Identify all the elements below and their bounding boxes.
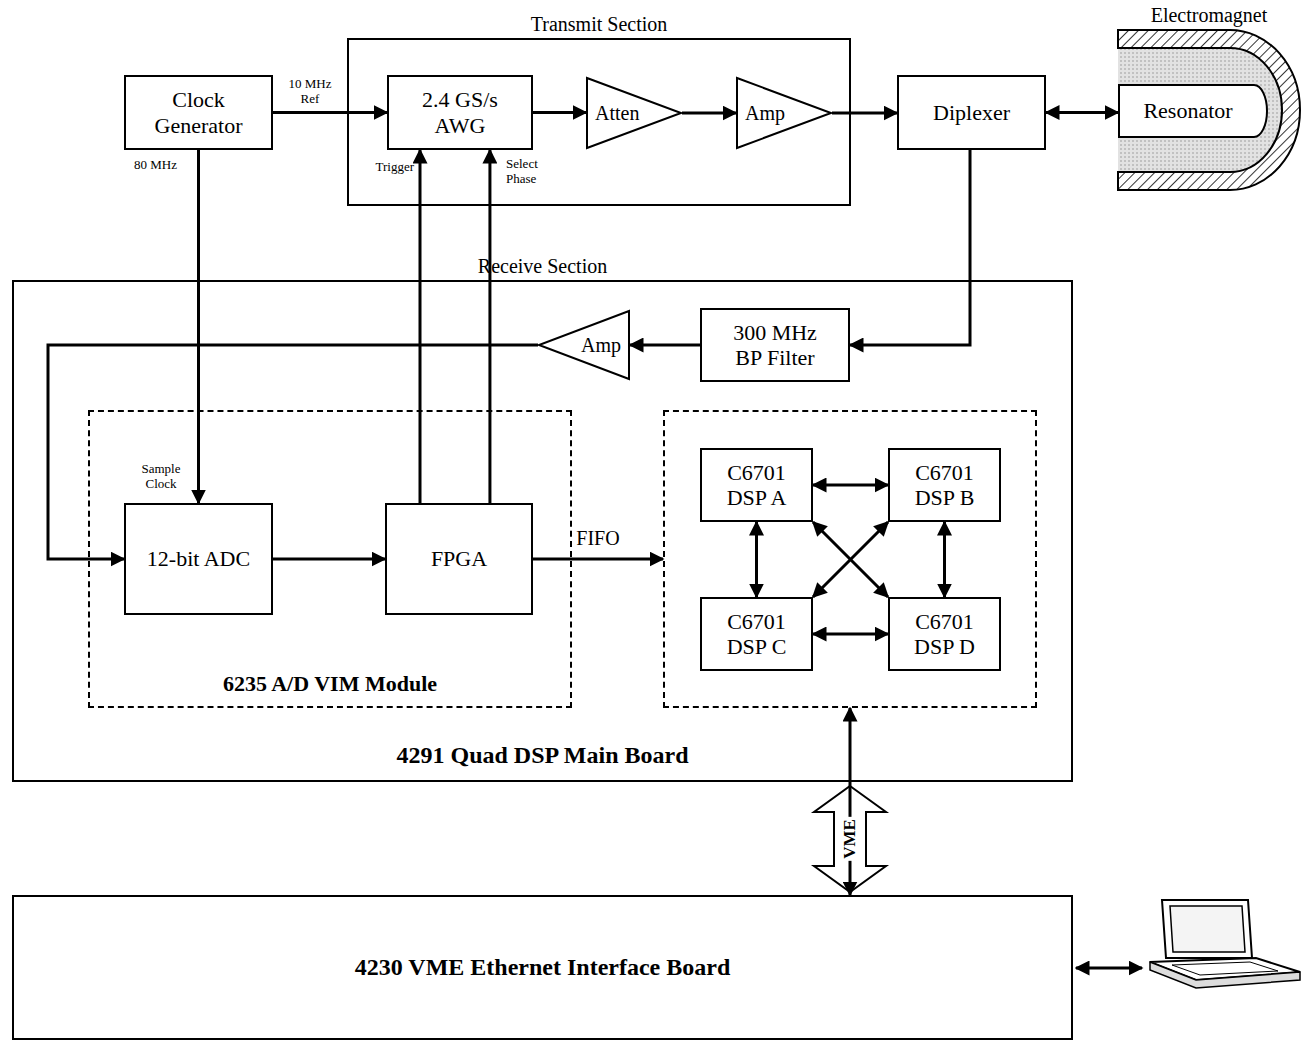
signal-name: Trigger (364, 160, 414, 175)
shape-outline (587, 78, 681, 148)
signal-connector (533, 111, 586, 114)
signal-connector (813, 522, 888, 597)
edge-label: FIFO (574, 527, 621, 550)
process-box: 2.4 GS/s AWG (387, 75, 533, 150)
process-box: C6701 DSP C (700, 597, 813, 671)
box-label: Resonator (1143, 98, 1232, 123)
signal-connector (419, 150, 422, 503)
signal-name: Sample Clock (131, 462, 191, 492)
signal-name: Select Phase (506, 157, 556, 187)
signal-connector (1046, 111, 1118, 114)
process-box: 12-bit ADC (124, 503, 273, 615)
box-label: 300 MHz BP Filter (727, 320, 823, 371)
edge-label: VME (840, 817, 860, 861)
module-group: 12-bit ADCFPGA6235 A/D VIM Module (88, 410, 572, 708)
signal-connector (48, 345, 538, 559)
box-label: Amp (745, 102, 785, 125)
signal-connector (813, 522, 888, 597)
box-label: 4230 VME Ethernet Interface Board (355, 954, 731, 982)
section-heading: Electromagnet (1058, 4, 1314, 27)
signal-connector (488, 150, 491, 503)
box-label: FPGA (431, 546, 487, 571)
signal-connector (630, 344, 700, 347)
edge-label: 10 MHz Ref (282, 77, 338, 107)
signal-connector (813, 484, 888, 487)
signal-connector (850, 150, 970, 345)
signal-connector (273, 111, 387, 114)
box-label: Clock Generator (143, 87, 255, 138)
amplifier-triangle: Amp (538, 310, 630, 380)
signal-connector (755, 522, 758, 597)
ethernet-link (1076, 967, 1142, 970)
electromagnet-body (1118, 30, 1300, 190)
process-box: FPGA (385, 503, 533, 615)
amplifier-triangle: Amp (736, 77, 832, 149)
board-name: 4291 Quad DSP Main Board (0, 742, 1131, 770)
box-label: 12-bit ADC (147, 546, 250, 571)
magnet-group: ResonatorElectromagnet (1118, 30, 1300, 190)
box-label: C6701 DSP B (905, 460, 985, 511)
box-label: Amp (581, 334, 621, 357)
shape-outline (539, 311, 629, 379)
signal-connector (533, 558, 663, 561)
resonator-cylinder: Resonator (1118, 84, 1268, 138)
process-box: 300 MHz BP Filter (700, 308, 850, 382)
box-label: C6701 DSP D (905, 609, 985, 660)
laptop-icon (1150, 900, 1300, 988)
signal-connector (943, 522, 946, 597)
process-box: C6701 DSP B (888, 448, 1001, 522)
signal-name: 80 MHz (134, 158, 194, 173)
box-label: Diplexer (933, 100, 1010, 125)
box-label: C6701 DSP A (717, 460, 797, 511)
section-panel: 2.4 GS/s AWGAttenAmpTransmit Section (347, 38, 851, 206)
process-box: C6701 DSP A (700, 448, 813, 522)
signal-connector (813, 633, 888, 636)
process-box: 4230 VME Ethernet Interface Board (12, 895, 1073, 1040)
signal-connector (849, 708, 852, 895)
section-panel: 300 MHz BP Filter Amp 12-bit ADC FPGA 6235 A… (12, 280, 1073, 782)
amplifier-triangle: Atten (586, 77, 682, 149)
process-box: Diplexer (897, 75, 1046, 150)
section-heading: Receive Section (0, 255, 1131, 278)
box-label: 2.4 GS/s AWG (412, 87, 508, 138)
board-name: 6235 A/D VIM Module (30, 671, 630, 696)
process-box: Clock Generator (124, 75, 273, 150)
box-label: C6701 DSP C (717, 609, 797, 660)
section-heading: Transmit Section (289, 13, 909, 36)
shape-outline (737, 78, 831, 148)
process-box: C6701 DSP D (888, 597, 1001, 671)
magnet-gap (1118, 48, 1282, 172)
signal-connector (682, 112, 736, 115)
module-group: C6701 DSP A C6701 DSP B C6701 DSP C C6701 D… (663, 410, 1037, 708)
signal-connector (197, 150, 200, 503)
box-label: Atten (595, 102, 639, 125)
signal-connector (273, 558, 385, 561)
shape-outline (1119, 85, 1267, 137)
signal-connector (832, 112, 897, 115)
